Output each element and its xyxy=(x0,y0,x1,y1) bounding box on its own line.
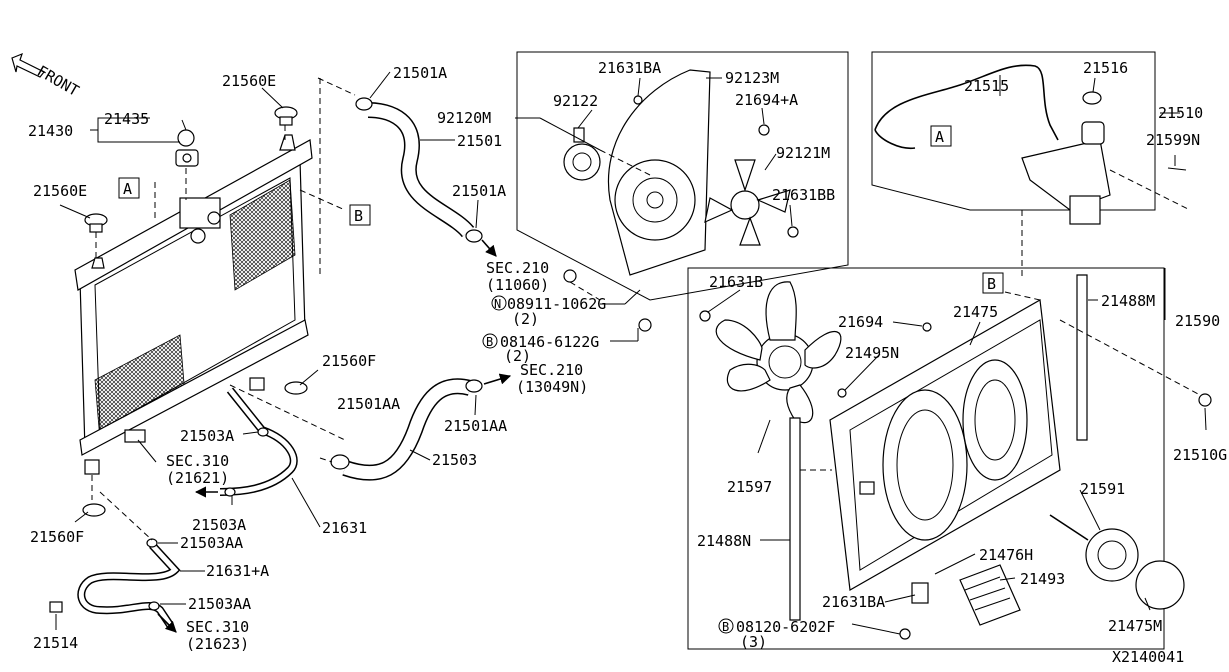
callout-21493: 21493 xyxy=(1020,570,1065,588)
callout-21515: 21515 xyxy=(964,77,1009,95)
callout-21631BA-bot: 21631BA xyxy=(822,593,885,611)
callout-21501A-mid: 21501A xyxy=(452,182,506,200)
callout-21501AA-left: 21501AA xyxy=(337,395,400,413)
section-ref-210-b-line1: SEC.210 xyxy=(520,361,583,379)
grommet-21560F-mid xyxy=(284,381,308,395)
callout-21590: 21590 xyxy=(1175,312,1220,330)
section-ref-310-b-line1: SEC.310 xyxy=(186,618,249,636)
callout-21631BA-top: 21631BA xyxy=(598,59,661,77)
callout-21597: 21597 xyxy=(727,478,772,496)
callout-21503A-bot: 21503A xyxy=(192,516,246,534)
callout-21503: 21503 xyxy=(432,451,477,469)
callout-92120M: 92120M xyxy=(437,109,491,127)
diagram-id: X2140041 xyxy=(1112,648,1184,666)
callout-21560E-top: 21560E xyxy=(222,72,276,90)
callout-21514: 21514 xyxy=(33,634,78,652)
section-ref-210-a-line1: SEC.210 xyxy=(486,259,549,277)
ref-marker-a-right: A xyxy=(935,128,944,146)
cap-21435 xyxy=(175,129,199,167)
fastener-b2-qty: (3) xyxy=(740,633,767,651)
fan-shroud-92120M xyxy=(608,69,711,276)
fan-assembly-box xyxy=(687,267,1165,650)
fastener-b1-qty: (2) xyxy=(504,347,531,365)
callout-92121M: 92121M xyxy=(776,144,830,162)
callout-21510: 21510 xyxy=(1158,104,1203,122)
resistor-21493 xyxy=(911,564,1021,626)
callout-21516: 21516 xyxy=(1083,59,1128,77)
ref-marker-b-right: B xyxy=(987,275,996,293)
callout-21631BB: 21631BB xyxy=(772,186,835,204)
section-ref-210-b-line2: (13049N) xyxy=(516,378,588,396)
fastener-n-part: 08911-1062G xyxy=(507,295,606,313)
fastener-b1-prefix: B xyxy=(486,335,493,349)
front-label: FRONT xyxy=(34,62,82,100)
section-ref-310-b-line2: (21623) xyxy=(186,635,249,653)
callout-21631: 21631 xyxy=(322,519,367,537)
callout-21430: 21430 xyxy=(28,122,73,140)
callout-21560F-bot: 21560F xyxy=(30,528,84,546)
motor-21591 xyxy=(1049,514,1185,610)
callout-21694: 21694 xyxy=(838,313,883,331)
callout-21495N: 21495N xyxy=(845,344,899,362)
fastener-b2-prefix: B xyxy=(722,620,729,634)
grommet-21560F-bot xyxy=(82,503,106,517)
reservoir-box xyxy=(871,51,1156,211)
fastener-n-prefix: N xyxy=(494,297,501,311)
callout-21631B: 21631B xyxy=(709,273,763,291)
section-ref-310-a-line2: (21621) xyxy=(166,469,229,487)
ref-marker-a-left: A xyxy=(123,180,132,198)
callout-21503A-top: 21503A xyxy=(180,427,234,445)
section-ref-310-a-line1: SEC.310 xyxy=(166,452,229,470)
callout-21488N: 21488N xyxy=(697,532,751,550)
callout-21560F-mid: 21560F xyxy=(322,352,376,370)
callout-21510G: 21510G xyxy=(1173,446,1227,464)
callout-21435: 21435 xyxy=(104,110,149,128)
callout-21599N: 21599N xyxy=(1146,131,1200,149)
fastener-b2-part: 08120-6202F xyxy=(736,618,835,636)
grommet-21560E-left xyxy=(84,213,108,233)
callout-21501: 21501 xyxy=(457,132,502,150)
callout-21488M: 21488M xyxy=(1101,292,1155,310)
seal-21488M xyxy=(1076,274,1088,441)
callout-21475M: 21475M xyxy=(1108,617,1162,635)
shroud-21590 xyxy=(829,299,1061,591)
callout-21560E-left: 21560E xyxy=(33,182,87,200)
fan-detail-box xyxy=(516,51,849,301)
overflow-tube-21515 xyxy=(874,64,1059,141)
seal-21488N xyxy=(789,417,801,621)
fan-21597 xyxy=(715,281,842,424)
reservoir-tank-21510 xyxy=(1021,121,1111,225)
radiator xyxy=(74,134,313,475)
fastener-b1-part: 08146-6122G xyxy=(500,333,599,351)
ref-marker-b-left: B xyxy=(354,207,363,225)
fan-blade-92121M xyxy=(704,159,791,246)
fan-motor-92122 xyxy=(563,127,601,181)
front-arrow-icon: FRONT xyxy=(11,52,82,100)
callout-92122: 92122 xyxy=(553,92,598,110)
callout-21501A-top: 21501A xyxy=(393,64,447,82)
section-ref-210-a-line2: (11060) xyxy=(486,276,549,294)
callout-21694A: 21694+A xyxy=(735,91,798,109)
callout-21501AA-right: 21501AA xyxy=(444,417,507,435)
fastener-n-qty: (2) xyxy=(512,310,539,328)
callout-21503AA-bot: 21503AA xyxy=(188,595,251,613)
callout-92123M: 92123M xyxy=(725,69,779,87)
callout-21631A: 21631+A xyxy=(206,562,269,580)
callout-21475: 21475 xyxy=(953,303,998,321)
callout-21476H: 21476H xyxy=(979,546,1033,564)
callout-21503AA-top: 21503AA xyxy=(180,534,243,552)
callout-21591: 21591 xyxy=(1080,480,1125,498)
grommet-21560E-top xyxy=(274,106,298,126)
